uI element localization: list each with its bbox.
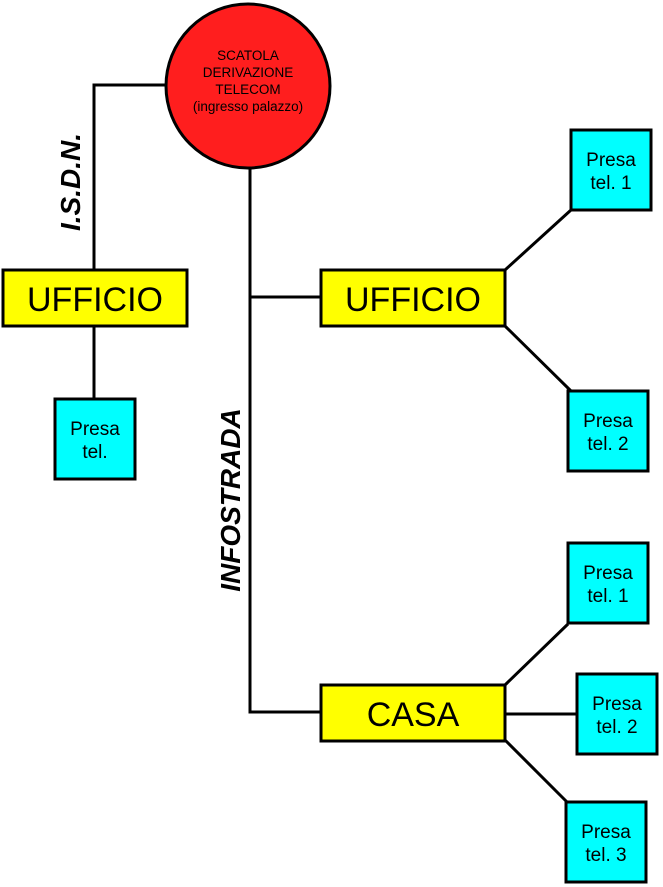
connector-home-to-outlet-3 <box>503 738 569 804</box>
junction-line-1: SCATOLA <box>217 48 279 63</box>
left-outlet-line-2: tel. <box>82 442 107 463</box>
home-outlet-3-line-2: tel. 3 <box>585 845 626 866</box>
isdn-label: I.S.D.N. <box>55 133 86 231</box>
home-outlet-2-line-1: Presa <box>592 694 642 715</box>
left-office-box: UFFICIO <box>1 268 189 328</box>
home-outlet-1-line-1: Presa <box>583 563 633 584</box>
home-label: CASA <box>367 696 460 734</box>
left-outlet: Presa tel. <box>53 397 137 481</box>
connector-junction-to-left-office <box>92 83 166 270</box>
home-outlet-3-line-1: Presa <box>581 822 631 843</box>
connector-right-office-to-outlet-2 <box>503 324 573 393</box>
junction-line-3: TELECOM <box>215 82 280 97</box>
home-outlet-3: Presa tel. 3 <box>564 800 648 884</box>
right-office-box: UFFICIO <box>319 268 507 328</box>
connector-home-to-outlet-1 <box>503 622 570 687</box>
right-office-outlet-1-line-1: Presa <box>586 150 636 171</box>
junction-box: SCATOLA DERIVAZIONE TELECOM (ingresso pa… <box>164 2 332 170</box>
right-office-outlet-2-line-1: Presa <box>583 411 633 432</box>
junction-line-4: (ingresso palazzo) <box>193 99 303 114</box>
right-office-outlet-2: Presa tel. 2 <box>566 389 650 473</box>
connector-right-office-to-outlet-1 <box>503 208 573 272</box>
right-office-outlet-2-line-2: tel. 2 <box>587 434 628 455</box>
left-outlet-line-1: Presa <box>70 419 120 440</box>
home-outlet-1: Presa tel. 1 <box>566 541 650 625</box>
home-outlet-2: Presa tel. 2 <box>575 672 659 756</box>
connector-junction-trunk <box>248 163 322 714</box>
home-box: CASA <box>319 683 507 743</box>
left-office-label: UFFICIO <box>27 281 163 319</box>
connector-lines <box>92 83 577 804</box>
home-outlet-2-line-2: tel. 2 <box>596 717 637 738</box>
infostrada-label: INFOSTRADA <box>215 408 246 592</box>
right-office-outlet-1-line-2: tel. 1 <box>590 173 631 194</box>
junction-line-2: DERIVAZIONE <box>203 65 294 80</box>
home-outlet-1-line-2: tel. 1 <box>587 586 628 607</box>
right-office-outlet-1: Presa tel. 1 <box>569 128 653 212</box>
right-office-label: UFFICIO <box>345 281 481 319</box>
